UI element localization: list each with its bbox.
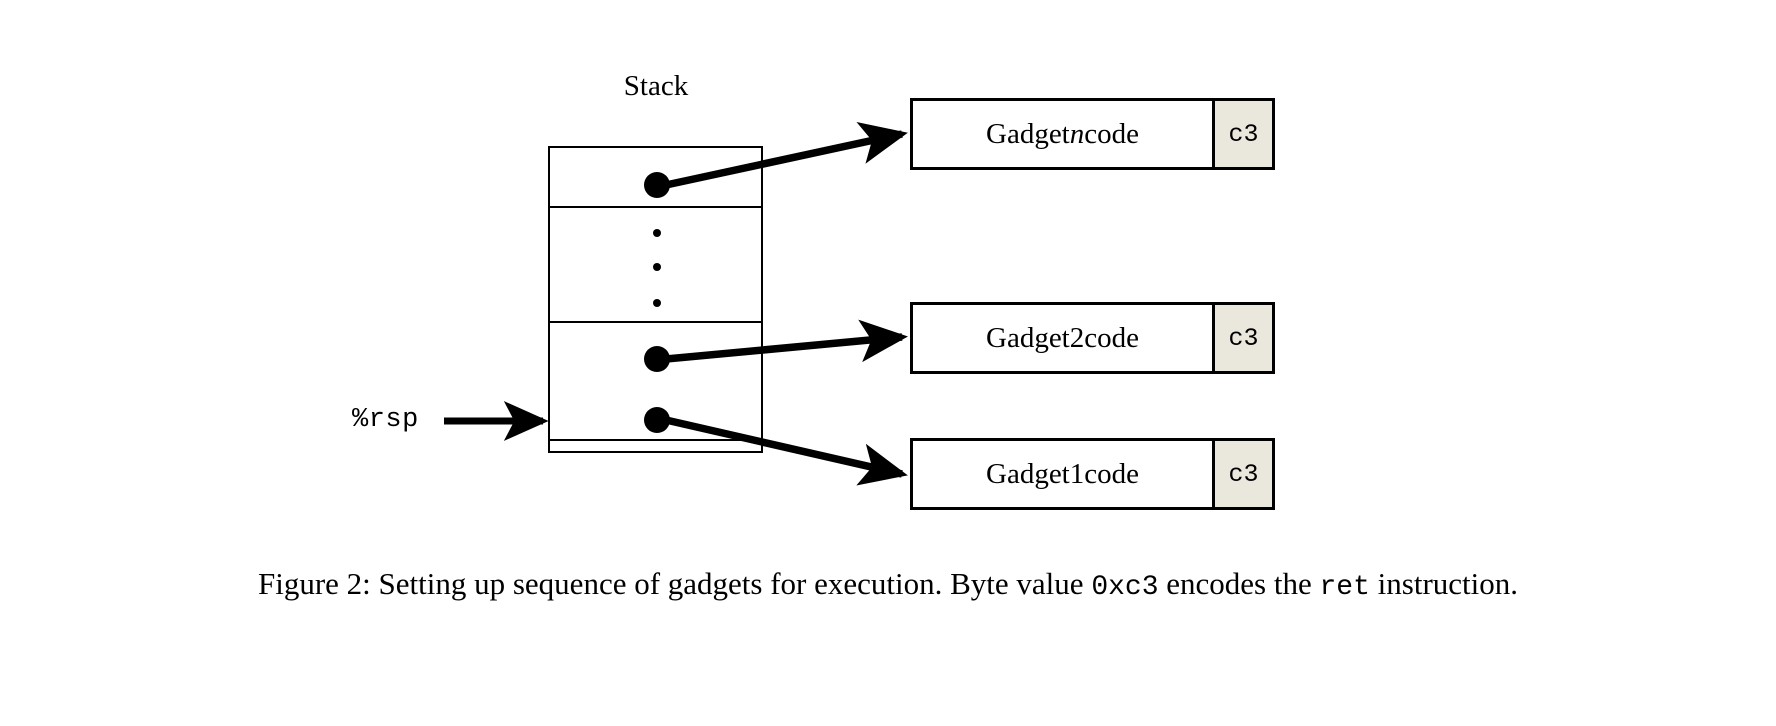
gadget-2-code-label: Gadget 2 code <box>913 305 1212 371</box>
stack-cell-gadget-1-pointer[interactable] <box>550 439 761 453</box>
gadget-box-n[interactable]: Gadget n code c3 <box>910 98 1275 170</box>
gadget-n-ret-byte-cell: c3 <box>1212 101 1272 167</box>
gadget-1-code-suffix: code <box>1084 457 1139 490</box>
stack-divider-3 <box>550 439 761 441</box>
gadget-n-index: n <box>1069 117 1085 150</box>
stack-divider-2 <box>550 321 761 323</box>
gadget-2-ret-byte-cell: c3 <box>1212 305 1272 371</box>
ellipsis-dot-icon <box>653 263 661 271</box>
caption-instruction: ret <box>1319 572 1370 603</box>
caption-middle: encodes the <box>1158 566 1320 601</box>
gadget-box-1[interactable]: Gadget 1 code c3 <box>910 438 1275 510</box>
caption-byte-value: 0xc3 <box>1091 572 1159 603</box>
gadget-2-code-suffix: code <box>1084 321 1139 354</box>
pointer-dot-gadget-n-icon <box>644 172 670 198</box>
stack-divider-1 <box>550 206 761 208</box>
gadget-1-ret-byte: c3 <box>1228 459 1259 489</box>
pointer-dot-gadget-1-icon <box>644 407 670 433</box>
figure-caption: Figure 2: Setting up sequence of gadgets… <box>0 562 1776 610</box>
stack-label: Stack <box>623 70 689 102</box>
gadget-1-index: 1 <box>1069 457 1085 490</box>
gadget-n-code-prefix: Gadget <box>986 117 1070 150</box>
pointer-dot-gadget-2-icon <box>644 346 670 372</box>
caption-suffix: instruction. <box>1369 566 1519 601</box>
gadget-2-index: 2 <box>1069 321 1085 354</box>
gadget-1-code-label: Gadget 1 code <box>913 441 1212 507</box>
gadget-1-ret-byte-cell: c3 <box>1212 441 1272 507</box>
gadget-box-2[interactable]: Gadget 2 code c3 <box>910 302 1275 374</box>
gadget-2-ret-byte: c3 <box>1228 323 1259 353</box>
gadget-2-code-prefix: Gadget <box>986 321 1070 354</box>
gadget-1-code-prefix: Gadget <box>986 457 1070 490</box>
gadget-n-code-suffix: code <box>1084 117 1139 150</box>
gadget-n-code-label: Gadget n code <box>913 101 1212 167</box>
gadget-n-ret-byte: c3 <box>1228 119 1259 149</box>
caption-prefix: Figure 2: Setting up sequence of gadgets… <box>257 566 1092 601</box>
rsp-register-label: %rsp <box>352 405 419 435</box>
ellipsis-dot-icon <box>653 229 661 237</box>
ellipsis-dot-icon <box>653 299 661 307</box>
